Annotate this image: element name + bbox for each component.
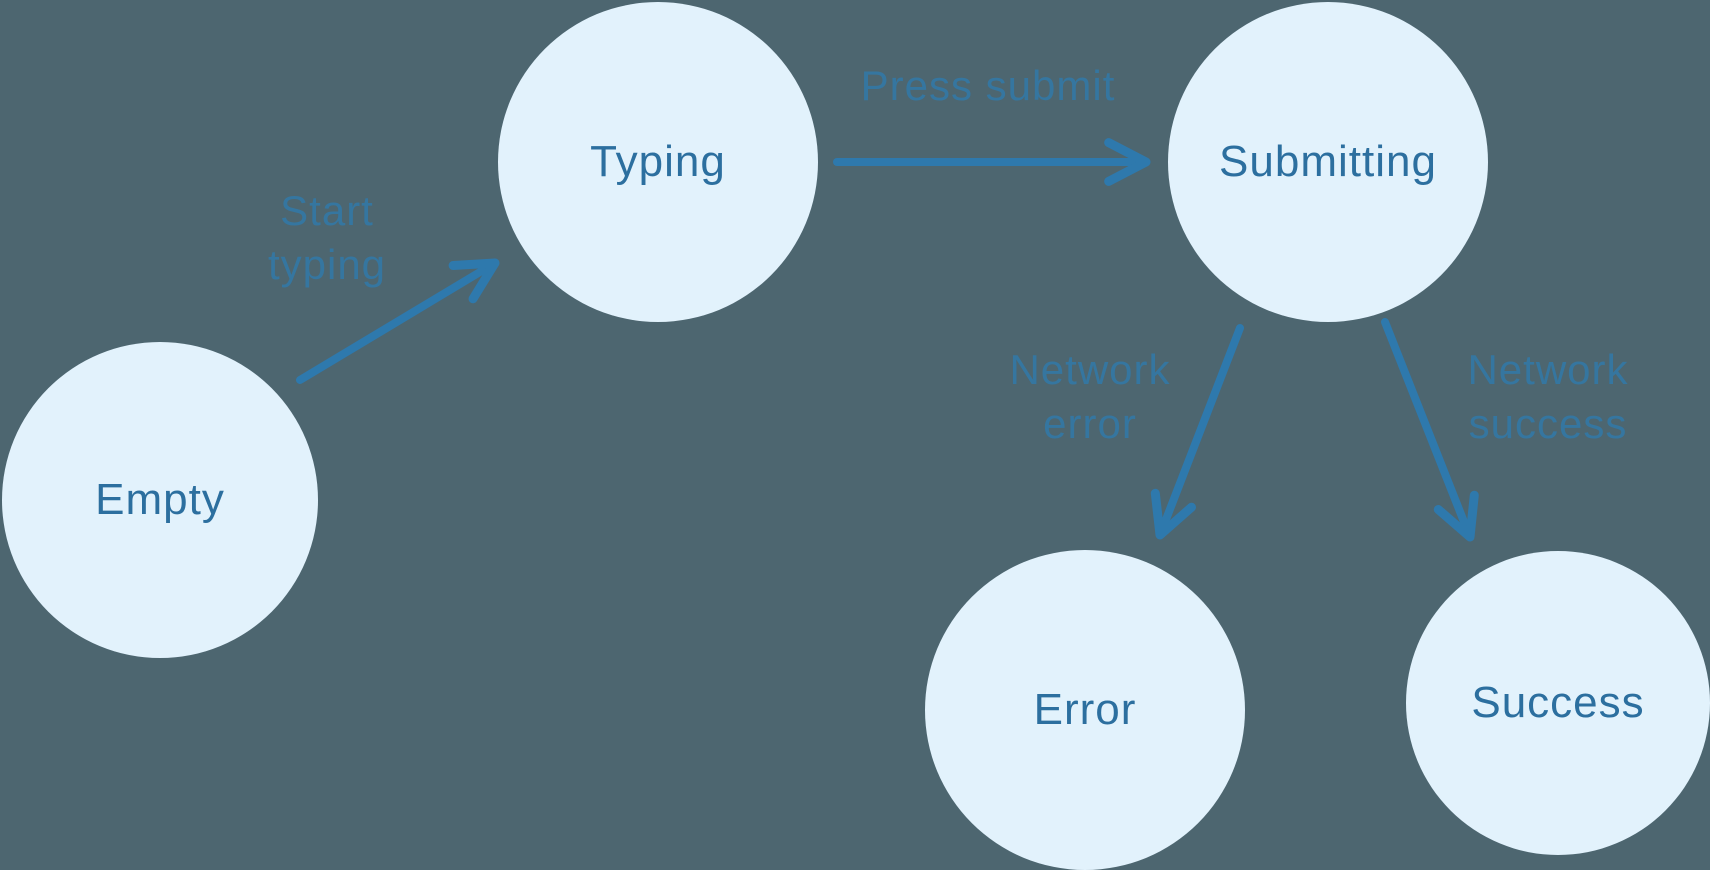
transition-label-start-typing: Start typing xyxy=(267,187,387,288)
state-node-submitting: Submitting xyxy=(1168,2,1488,322)
state-label-submitting: Submitting xyxy=(1219,137,1437,186)
state-node-error: Error xyxy=(925,550,1245,870)
state-node-typing: Typing xyxy=(498,2,818,322)
transition-arrow-typing-submitting xyxy=(833,138,1151,186)
arrowhead-icon xyxy=(1150,488,1196,540)
transition-arrow-submitting-error xyxy=(1150,324,1244,540)
arrowhead-icon xyxy=(1104,138,1151,186)
state-node-success: Success xyxy=(1406,551,1710,855)
state-node-empty: Empty xyxy=(2,342,318,658)
arrowhead-icon xyxy=(1433,490,1479,542)
transition-label-press-submit: Press submit xyxy=(860,62,1116,109)
transition-label-network-error: Network error xyxy=(1009,346,1171,447)
state-label-success: Success xyxy=(1471,678,1645,727)
state-label-error: Error xyxy=(1033,685,1137,734)
state-label-typing: Typing xyxy=(590,137,726,186)
transition-arrow-empty-typing xyxy=(296,258,500,384)
transition-arrow-submitting-success xyxy=(1381,318,1479,542)
arrowhead-icon xyxy=(448,258,500,304)
transition-label-network-success: Network success xyxy=(1467,346,1629,447)
state-label-empty: Empty xyxy=(95,475,225,524)
